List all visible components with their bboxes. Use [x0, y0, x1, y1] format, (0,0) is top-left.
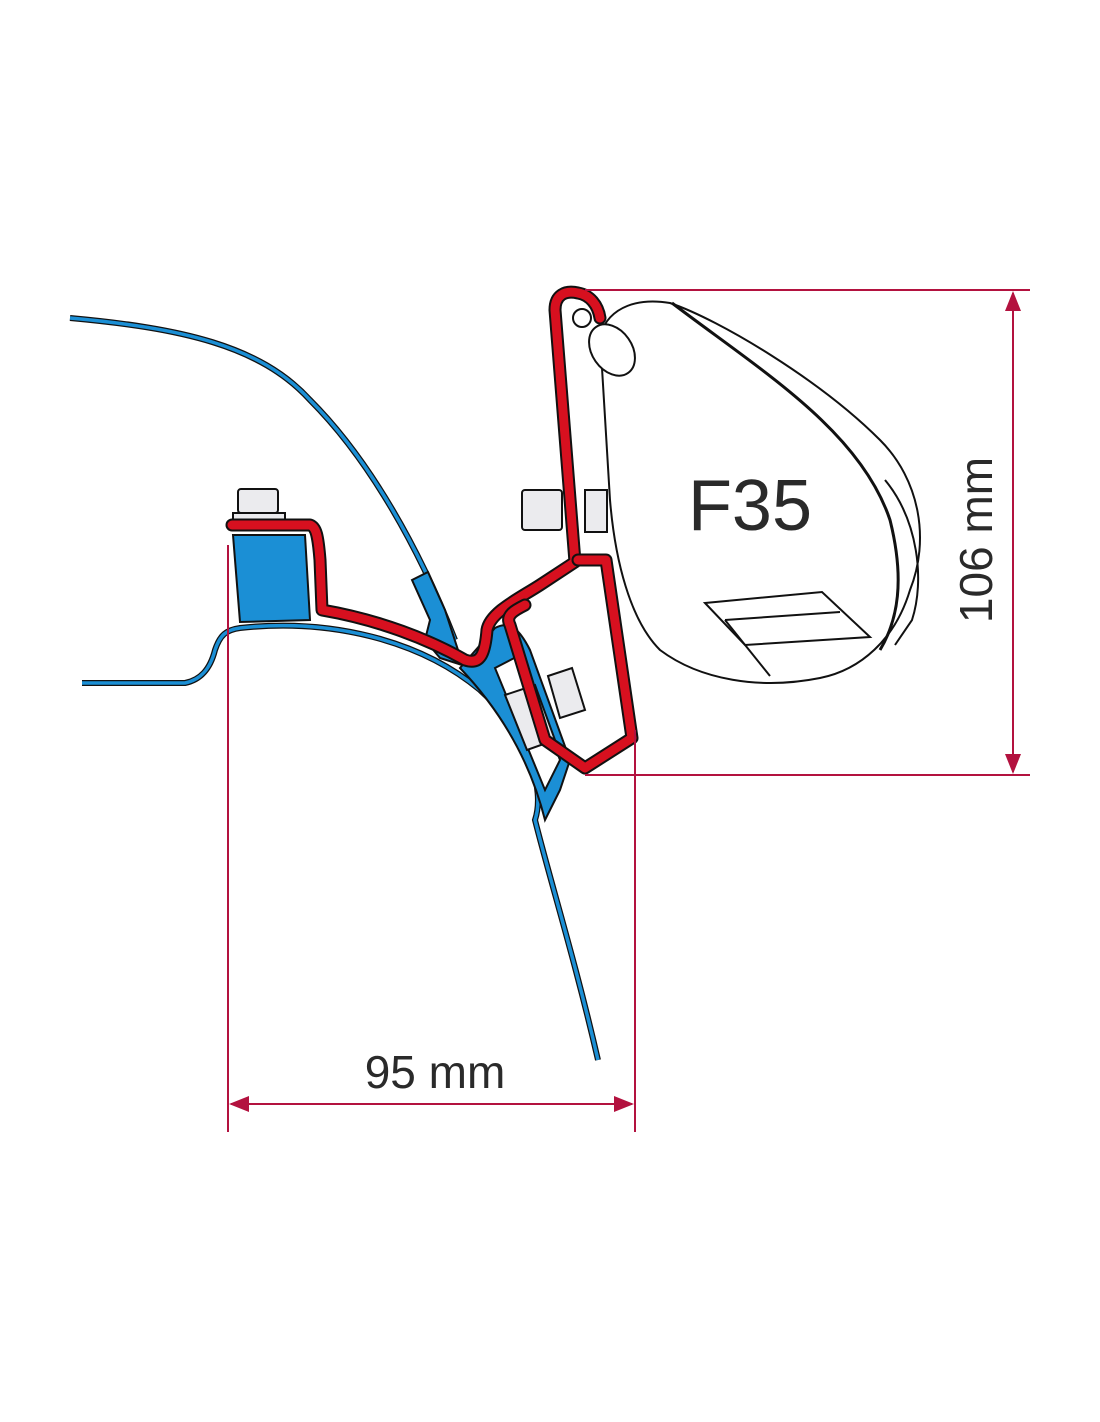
height-dimension-label: 106 mm — [950, 457, 1002, 623]
dimension-lines — [227, 289, 1030, 1132]
awning-adapter-bracket — [225, 285, 639, 775]
mounting-block — [231, 534, 312, 624]
vehicle-body-line — [82, 622, 601, 1061]
awning-housing — [588, 300, 921, 684]
model-label: F35 — [688, 466, 812, 546]
width-dimension-label: 95 mm — [365, 1046, 506, 1098]
